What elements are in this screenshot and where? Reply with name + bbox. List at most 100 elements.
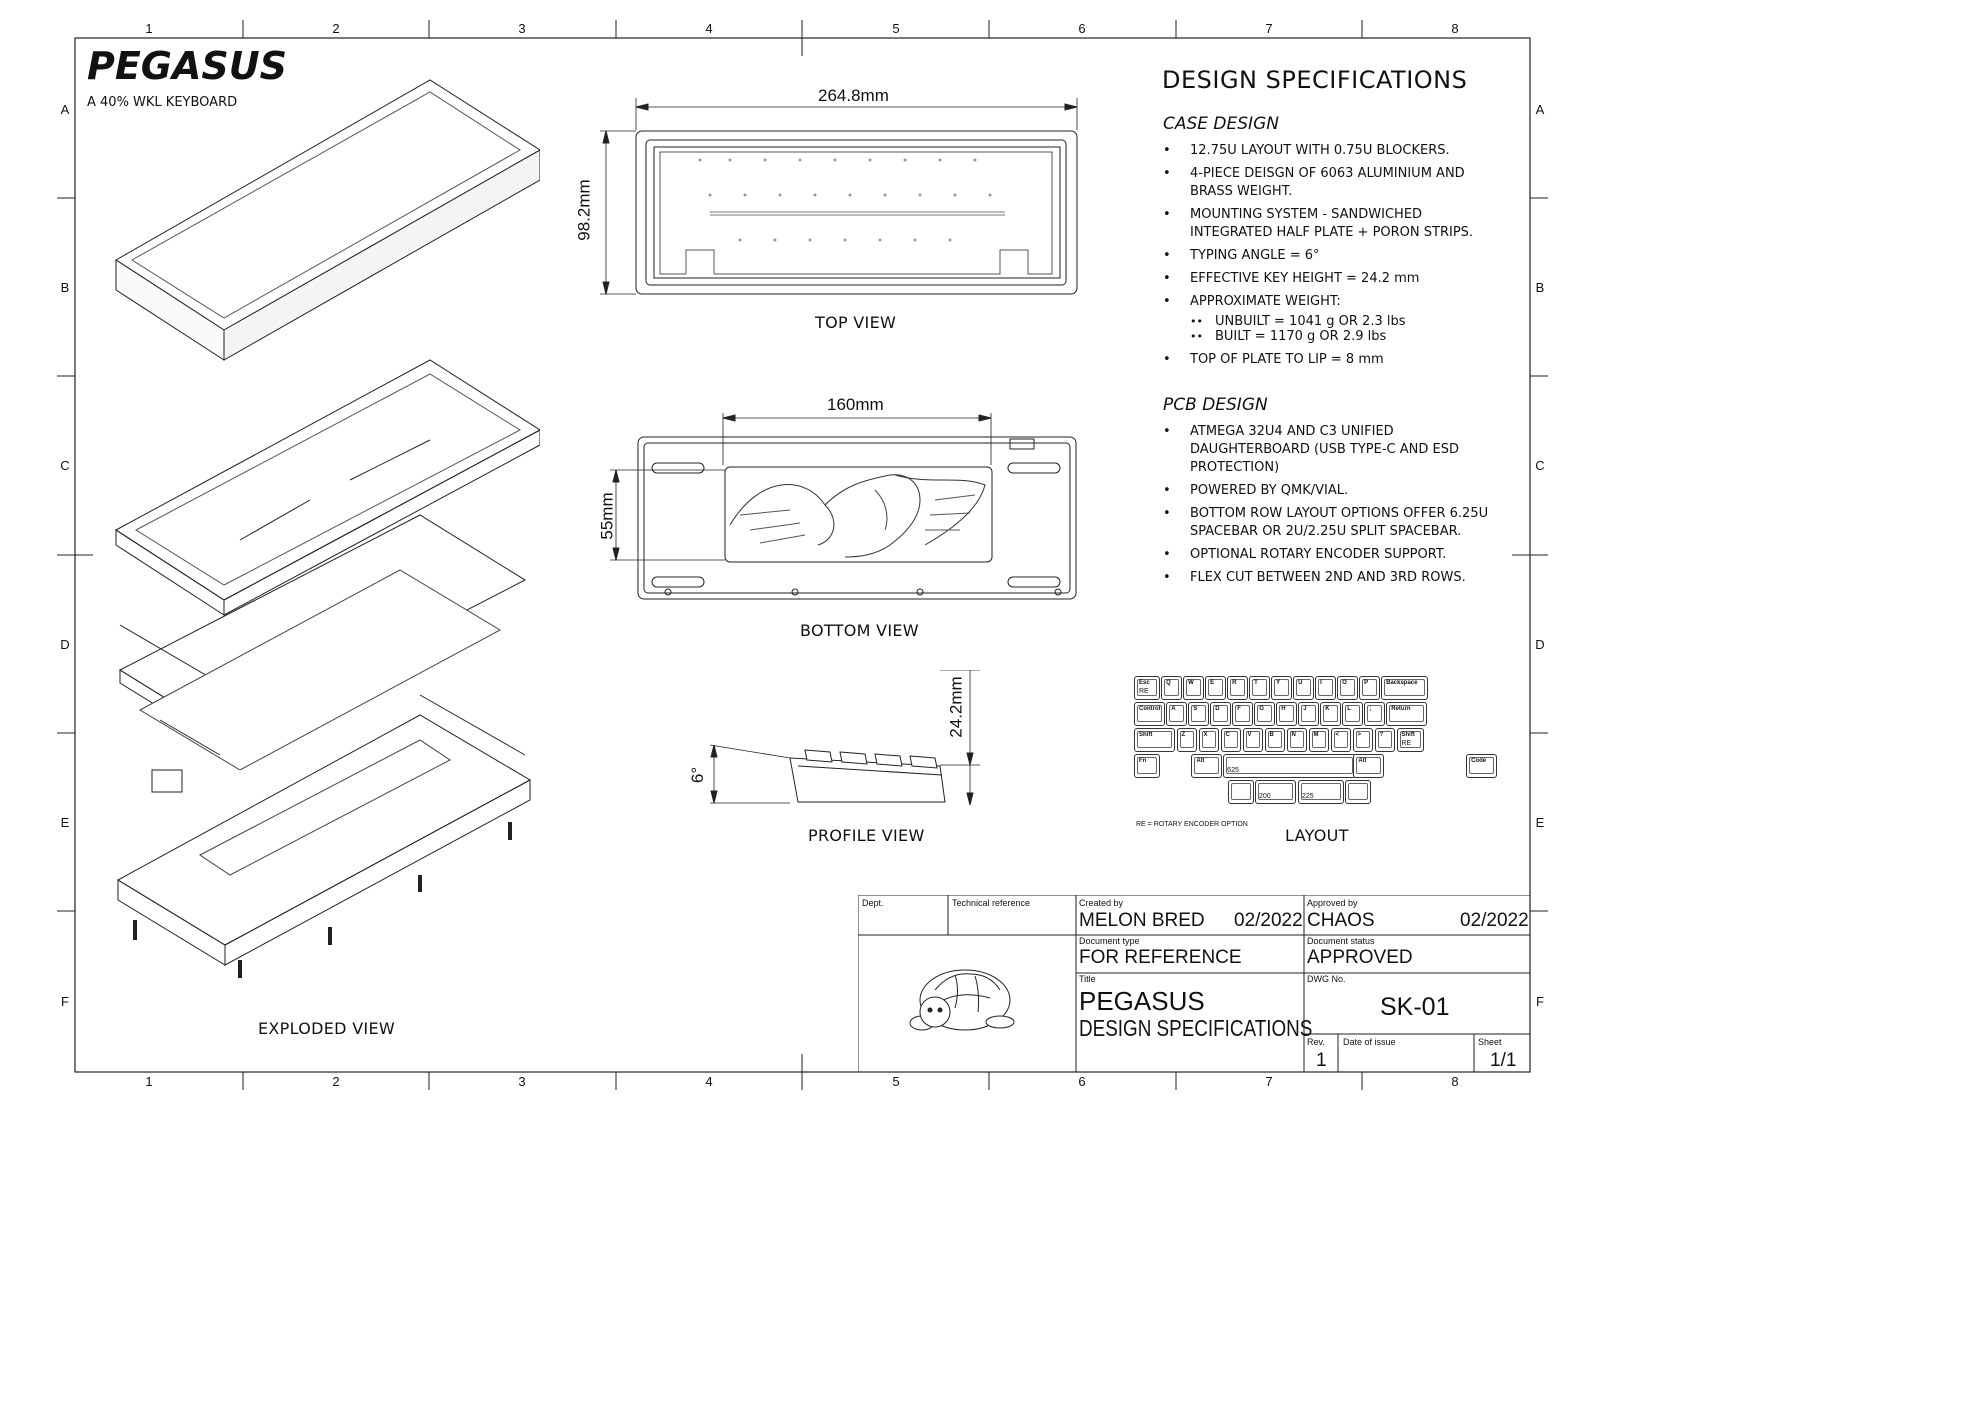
grid-col-8-top: 8 xyxy=(1451,21,1459,36)
key-row3-8: < xyxy=(1330,728,1351,752)
pcb xyxy=(138,569,502,770)
created-by-label: Created by xyxy=(1079,898,1124,908)
key-label: J xyxy=(1303,706,1307,712)
spec-text: POWERED BY QMK/VIAL. xyxy=(1190,483,1349,498)
key-split-200 xyxy=(1254,780,1296,804)
key-row2-4: F xyxy=(1232,702,1253,726)
key-split-left xyxy=(1228,780,1254,804)
spec-item: OPTIONAL ROTARY ENCODER SUPPORT. xyxy=(1163,546,1488,564)
pegasus-artwork xyxy=(729,474,986,558)
bottom-view-illustration xyxy=(610,413,1077,600)
title-label: Title xyxy=(1079,974,1096,984)
bottom-view-label: BOTTOM VIEW xyxy=(800,621,919,640)
key-label: Control xyxy=(1139,706,1161,712)
grid-col-8-bottom: 8 xyxy=(1451,1074,1459,1089)
grid-col-4-top: 4 xyxy=(705,21,713,36)
spec-text: FLEX CUT BETWEEN 2ND AND 3RD ROWS. xyxy=(1190,570,1466,585)
spec-item: TOP OF PLATE TO LIP = 8 mm xyxy=(1163,351,1473,369)
key-left-alt: Alt xyxy=(1191,754,1223,778)
key-backspace: Backspace xyxy=(1381,676,1429,700)
spec-item: POWERED BY QMK/VIAL. xyxy=(1163,482,1488,500)
key-control: Control xyxy=(1134,702,1165,726)
key-label: ? xyxy=(1379,732,1384,738)
grid-col-6-top: 6 xyxy=(1078,21,1086,36)
key-label: Code xyxy=(1471,758,1487,764)
case-design-list: 12.75U LAYOUT WITH 0.75U BLOCKERS. 4-PIE… xyxy=(1163,142,1473,374)
key-y: Y xyxy=(1271,676,1292,700)
key-label: U xyxy=(1298,680,1303,686)
key-i: I xyxy=(1315,676,1336,700)
key-row2-10: ; xyxy=(1364,702,1385,726)
created-by-value: MELON BRED xyxy=(1079,910,1205,931)
key-spacebar-625 xyxy=(1223,754,1356,778)
drawing-number-value: SK-01 xyxy=(1380,993,1450,1021)
key-row3-10: ? xyxy=(1374,728,1395,752)
grid-row-c-right: C xyxy=(1535,458,1545,473)
top-view-illustration xyxy=(600,98,1078,295)
grid-row-d-right: D xyxy=(1535,637,1545,652)
layout-note: RE = ROTARY ENCODER OPTION xyxy=(1136,821,1248,828)
key-q: Q xyxy=(1161,676,1182,700)
key-split-225 xyxy=(1298,780,1345,804)
key-p: P xyxy=(1359,676,1380,700)
key-label: E xyxy=(1210,680,1215,686)
key-r: R xyxy=(1227,676,1248,700)
assembled-keyboard xyxy=(115,79,540,361)
dept-label: Dept. xyxy=(862,898,884,908)
key-row3-1: Z xyxy=(1176,728,1197,752)
bottom-view-feature-dimension: 160mm xyxy=(827,395,884,414)
pcb-design-list: ATMEGA 32U4 AND C3 UNIFIEDDAUGHTERBOARD … xyxy=(1163,423,1488,592)
key-label: R xyxy=(1232,680,1237,686)
title-line-1: PEGASUS xyxy=(1079,986,1205,1016)
spec-text: APPROXIMATE WEIGHT: xyxy=(1190,294,1341,309)
spec-text: SPACEBAR OR 2U/2.25U SPLIT SPACEBAR. xyxy=(1190,524,1462,539)
exploded-view-label: EXPLODED VIEW xyxy=(258,1019,395,1038)
spec-text: TOP OF PLATE TO LIP = 8 mm xyxy=(1190,352,1384,367)
profile-view-illustration xyxy=(709,670,980,806)
key-row3-2: X xyxy=(1198,728,1219,752)
key-label: C xyxy=(1225,732,1230,738)
spec-text: 12.75U LAYOUT WITH 0.75U BLOCKERS. xyxy=(1190,143,1450,158)
key-sublabel: RE xyxy=(1401,740,1412,747)
grid-col-6-bottom: 6 xyxy=(1078,1074,1086,1089)
grid-row-a-left: A xyxy=(60,102,70,117)
drawing-frame xyxy=(57,20,1548,1090)
grid-col-7-top: 7 xyxy=(1265,21,1273,36)
rotary-encoder xyxy=(151,769,183,793)
spec-item: 4-PIECE DEISGN OF 6063 ALUMINIUM ANDBRAS… xyxy=(1163,165,1473,201)
key-row3-6: N xyxy=(1286,728,1307,752)
spec-text: UNBUILT = 1041 g OR 2.3 lbs xyxy=(1215,314,1406,329)
key-w: W xyxy=(1183,676,1204,700)
key-label: Shift xyxy=(1139,732,1153,738)
grid-row-b-right: B xyxy=(1535,280,1545,295)
spec-subitem: BUILT = 1170 g OR 2.9 lbs xyxy=(1163,328,1473,346)
spec-item: TYPING ANGLE = 6° xyxy=(1163,247,1473,265)
key-row2-1: A xyxy=(1166,702,1187,726)
spec-text: DAUGHTERBOARD (USB TYPE-C AND ESD xyxy=(1190,442,1459,457)
profile-angle-dimension: 6° xyxy=(688,766,708,784)
key-label: H xyxy=(1281,706,1286,712)
key-label: Esc xyxy=(1139,680,1150,686)
profile-view-label: PROFILE VIEW xyxy=(808,826,925,845)
key-label: I xyxy=(1320,680,1322,686)
key-label: V xyxy=(1247,732,1252,738)
key-t: T xyxy=(1249,676,1270,700)
date-of-issue-label: Date of issue xyxy=(1343,1037,1396,1047)
case-design-heading: CASE DESIGN xyxy=(1163,114,1279,134)
exploded-view-lower xyxy=(116,694,532,978)
drawing-title: PEGASUS xyxy=(87,44,288,88)
key-label: < xyxy=(1335,732,1340,738)
key-e: E xyxy=(1205,676,1226,700)
created-date-value: 02/2022 xyxy=(1234,910,1303,931)
key-fn: Fn xyxy=(1134,754,1160,778)
drawing-sheet: 1 2 3 4 5 6 7 8 1 2 3 4 5 6 7 8 A B C D … xyxy=(0,0,1554,1099)
turtle-logo xyxy=(909,969,1015,1031)
brass-weight xyxy=(199,739,451,876)
approved-by-label: Approved by xyxy=(1307,898,1358,908)
spec-text: TYPING ANGLE = 6° xyxy=(1190,248,1320,263)
drawing-number-label: DWG No. xyxy=(1307,974,1346,984)
spec-text: PROTECTION) xyxy=(1190,460,1280,475)
spec-subitem: UNBUILT = 1041 g OR 2.3 lbs xyxy=(1163,313,1473,331)
document-status-label: Document status xyxy=(1307,936,1375,946)
